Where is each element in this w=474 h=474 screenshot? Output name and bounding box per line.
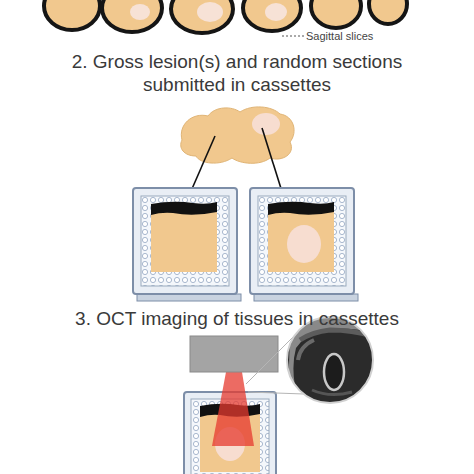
cassette-grid	[258, 196, 346, 286]
cassette-base	[137, 294, 241, 301]
laser-beam	[212, 372, 254, 446]
oct-band	[312, 390, 352, 395]
tissue-slice	[171, 0, 233, 33]
lesion	[287, 225, 321, 263]
callout-label: Sagittal slices	[306, 29, 426, 43]
tissue-cassette	[250, 188, 358, 301]
tissue-cassette	[133, 188, 241, 301]
oct-setup	[184, 315, 375, 474]
cassette-grid	[141, 196, 229, 286]
tissue-blob	[181, 107, 294, 163]
lesion	[130, 4, 150, 20]
cassette-frame	[133, 188, 237, 294]
inked-margin	[151, 202, 217, 215]
cassette-base	[254, 294, 358, 301]
oct-probe	[190, 336, 278, 372]
tissue-slice	[102, 0, 162, 32]
zoom-line	[248, 392, 304, 394]
leader-line	[282, 36, 304, 37]
cassette-frame	[250, 188, 354, 294]
step-heading: 2. Gross lesion(s) and random sections s…	[47, 50, 427, 96]
lesion	[265, 3, 287, 21]
tissue-section	[268, 206, 334, 272]
oct-band	[298, 340, 314, 360]
inked-margin	[268, 202, 334, 215]
tissue-slice	[369, 0, 407, 24]
oct-lesion	[324, 354, 344, 390]
lesion	[197, 2, 223, 22]
tissue-section	[151, 206, 217, 272]
gross-specimen	[181, 107, 294, 198]
inset-border	[287, 317, 373, 403]
step-heading: 3. OCT imaging of tissues in cassettes	[27, 307, 447, 330]
tissue-slice	[311, 0, 361, 28]
tissue-slice	[243, 0, 301, 31]
tissue-slice	[44, 0, 100, 30]
lesion	[252, 113, 280, 135]
